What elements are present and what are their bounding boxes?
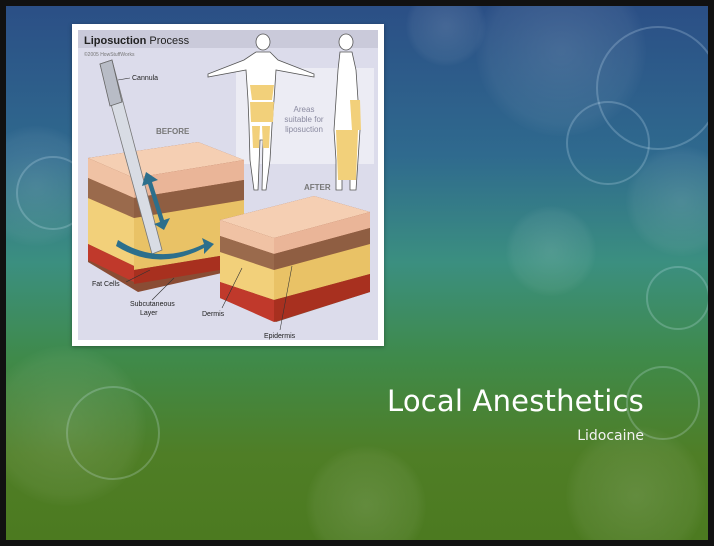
bokeh-light [476, 6, 646, 136]
fat-cells-label: Fat Cells [92, 281, 120, 288]
bokeh-light [406, 6, 486, 66]
liposuction-figure: Liposuction Process ©2005 HowStuffWorks … [72, 24, 384, 346]
slide: Liposuction Process ©2005 HowStuffWorks … [6, 6, 708, 540]
epidermis-label: Epidermis [264, 333, 296, 340]
subcutaneous-label-line2: Layer [140, 310, 158, 317]
slide-title: Local Anesthetics [387, 384, 644, 418]
bokeh-ring [596, 26, 708, 150]
bokeh-light [506, 206, 596, 296]
areas-label-line1: Areas [294, 105, 315, 114]
cannula-label: Cannula [132, 75, 158, 82]
figure-heading: Liposuction Process [84, 35, 190, 47]
title-block: Local Anesthetics Lidocaine [387, 384, 644, 444]
bokeh-ring [66, 386, 160, 480]
bokeh-light [6, 346, 146, 506]
dermis-label: Dermis [202, 311, 225, 318]
bokeh-ring [646, 266, 708, 330]
subcutaneous-label-line1: Subcutaneous [130, 301, 175, 308]
areas-label-line2: suitable for [284, 115, 323, 124]
liposuction-illustration: Liposuction Process ©2005 HowStuffWorks … [78, 30, 378, 340]
before-label: BEFORE [156, 127, 190, 136]
slide-subtitle: Lidocaine [387, 428, 644, 444]
areas-label-line3: liposuction [285, 125, 323, 134]
bokeh-light [626, 146, 708, 256]
figure-copyright: ©2005 HowStuffWorks [84, 51, 135, 58]
bokeh-ring [566, 101, 650, 185]
bokeh-light [306, 446, 426, 540]
after-label: AFTER [304, 183, 331, 192]
